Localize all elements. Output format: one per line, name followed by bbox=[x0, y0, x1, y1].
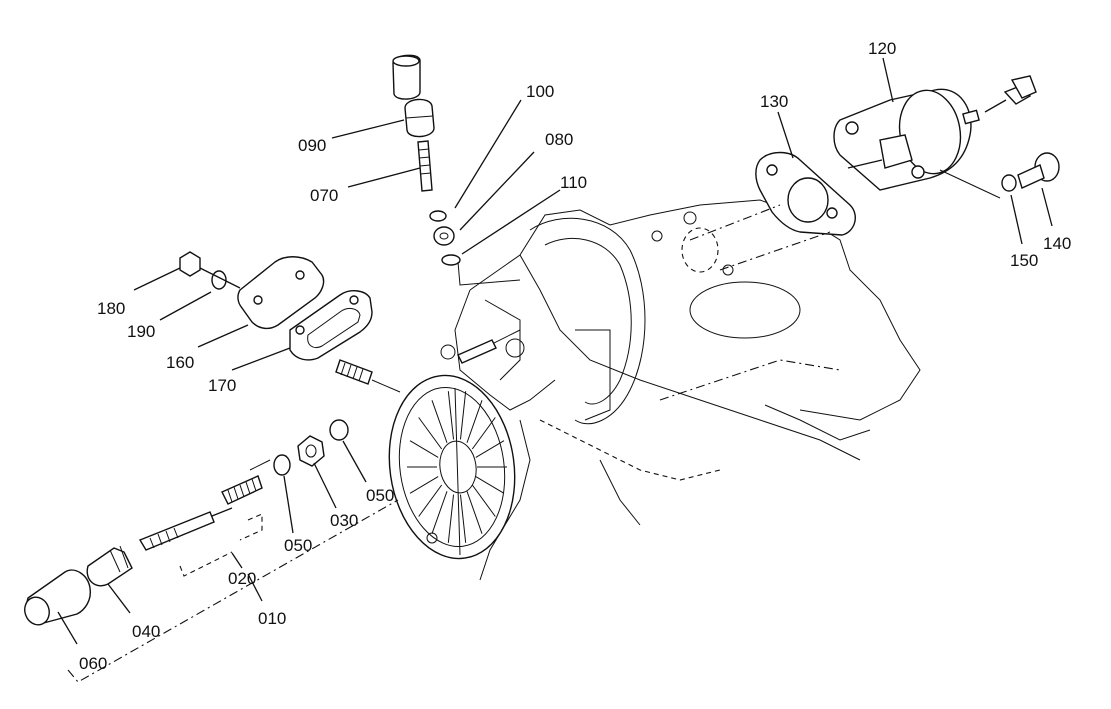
cover-spoke bbox=[471, 484, 496, 517]
callout-050-upper: 050 bbox=[366, 486, 394, 505]
cover-spoke bbox=[447, 494, 455, 543]
callout-190: 190 bbox=[127, 322, 155, 341]
callout-100: 100 bbox=[526, 82, 554, 101]
callout-labels: 010 020 030 040 050 050 060 070 080 090 … bbox=[79, 39, 1071, 673]
gear-cover-plate bbox=[388, 374, 516, 560]
callout-170: 170 bbox=[208, 376, 236, 395]
cover-spoke bbox=[431, 400, 448, 443]
cover-spoke bbox=[447, 391, 455, 440]
callout-080: 080 bbox=[545, 130, 573, 149]
callout-120: 120 bbox=[868, 39, 896, 58]
callout-090: 090 bbox=[298, 136, 326, 155]
callout-010: 010 bbox=[258, 609, 286, 628]
callout-050-lower: 050 bbox=[284, 536, 312, 555]
cover-spoke bbox=[418, 417, 443, 450]
cover-spoke bbox=[431, 491, 448, 534]
callout-040: 040 bbox=[132, 622, 160, 641]
governor-shaft-parts bbox=[24, 419, 399, 683]
cover-spoke bbox=[466, 400, 483, 443]
fuel-cock-parts bbox=[392, 54, 521, 286]
cover-spoke bbox=[418, 484, 443, 517]
callout-160: 160 bbox=[166, 353, 194, 372]
callout-110: 110 bbox=[560, 173, 587, 192]
cover-spoke bbox=[466, 491, 483, 534]
cover-spoke bbox=[471, 417, 496, 450]
solenoid-assembly bbox=[689, 75, 1060, 271]
plate-and-gasket-parts bbox=[179, 251, 401, 393]
callout-060: 060 bbox=[79, 654, 107, 673]
cover-spoke bbox=[475, 440, 505, 458]
callout-150: 150 bbox=[1010, 251, 1038, 270]
callout-140: 140 bbox=[1043, 234, 1071, 253]
cover-spoke bbox=[459, 494, 467, 543]
callout-020: 020 bbox=[228, 569, 256, 588]
callout-130: 130 bbox=[760, 92, 788, 111]
engine-housing bbox=[440, 199, 921, 581]
cover-spoke bbox=[409, 476, 439, 494]
callout-180: 180 bbox=[97, 299, 125, 318]
callout-030: 030 bbox=[330, 511, 358, 530]
leader-lines bbox=[57, 57, 1053, 645]
cover-spoke bbox=[475, 476, 505, 494]
cover-spoke bbox=[459, 391, 467, 440]
callout-070: 070 bbox=[310, 186, 338, 205]
cover-spoke bbox=[409, 440, 439, 458]
